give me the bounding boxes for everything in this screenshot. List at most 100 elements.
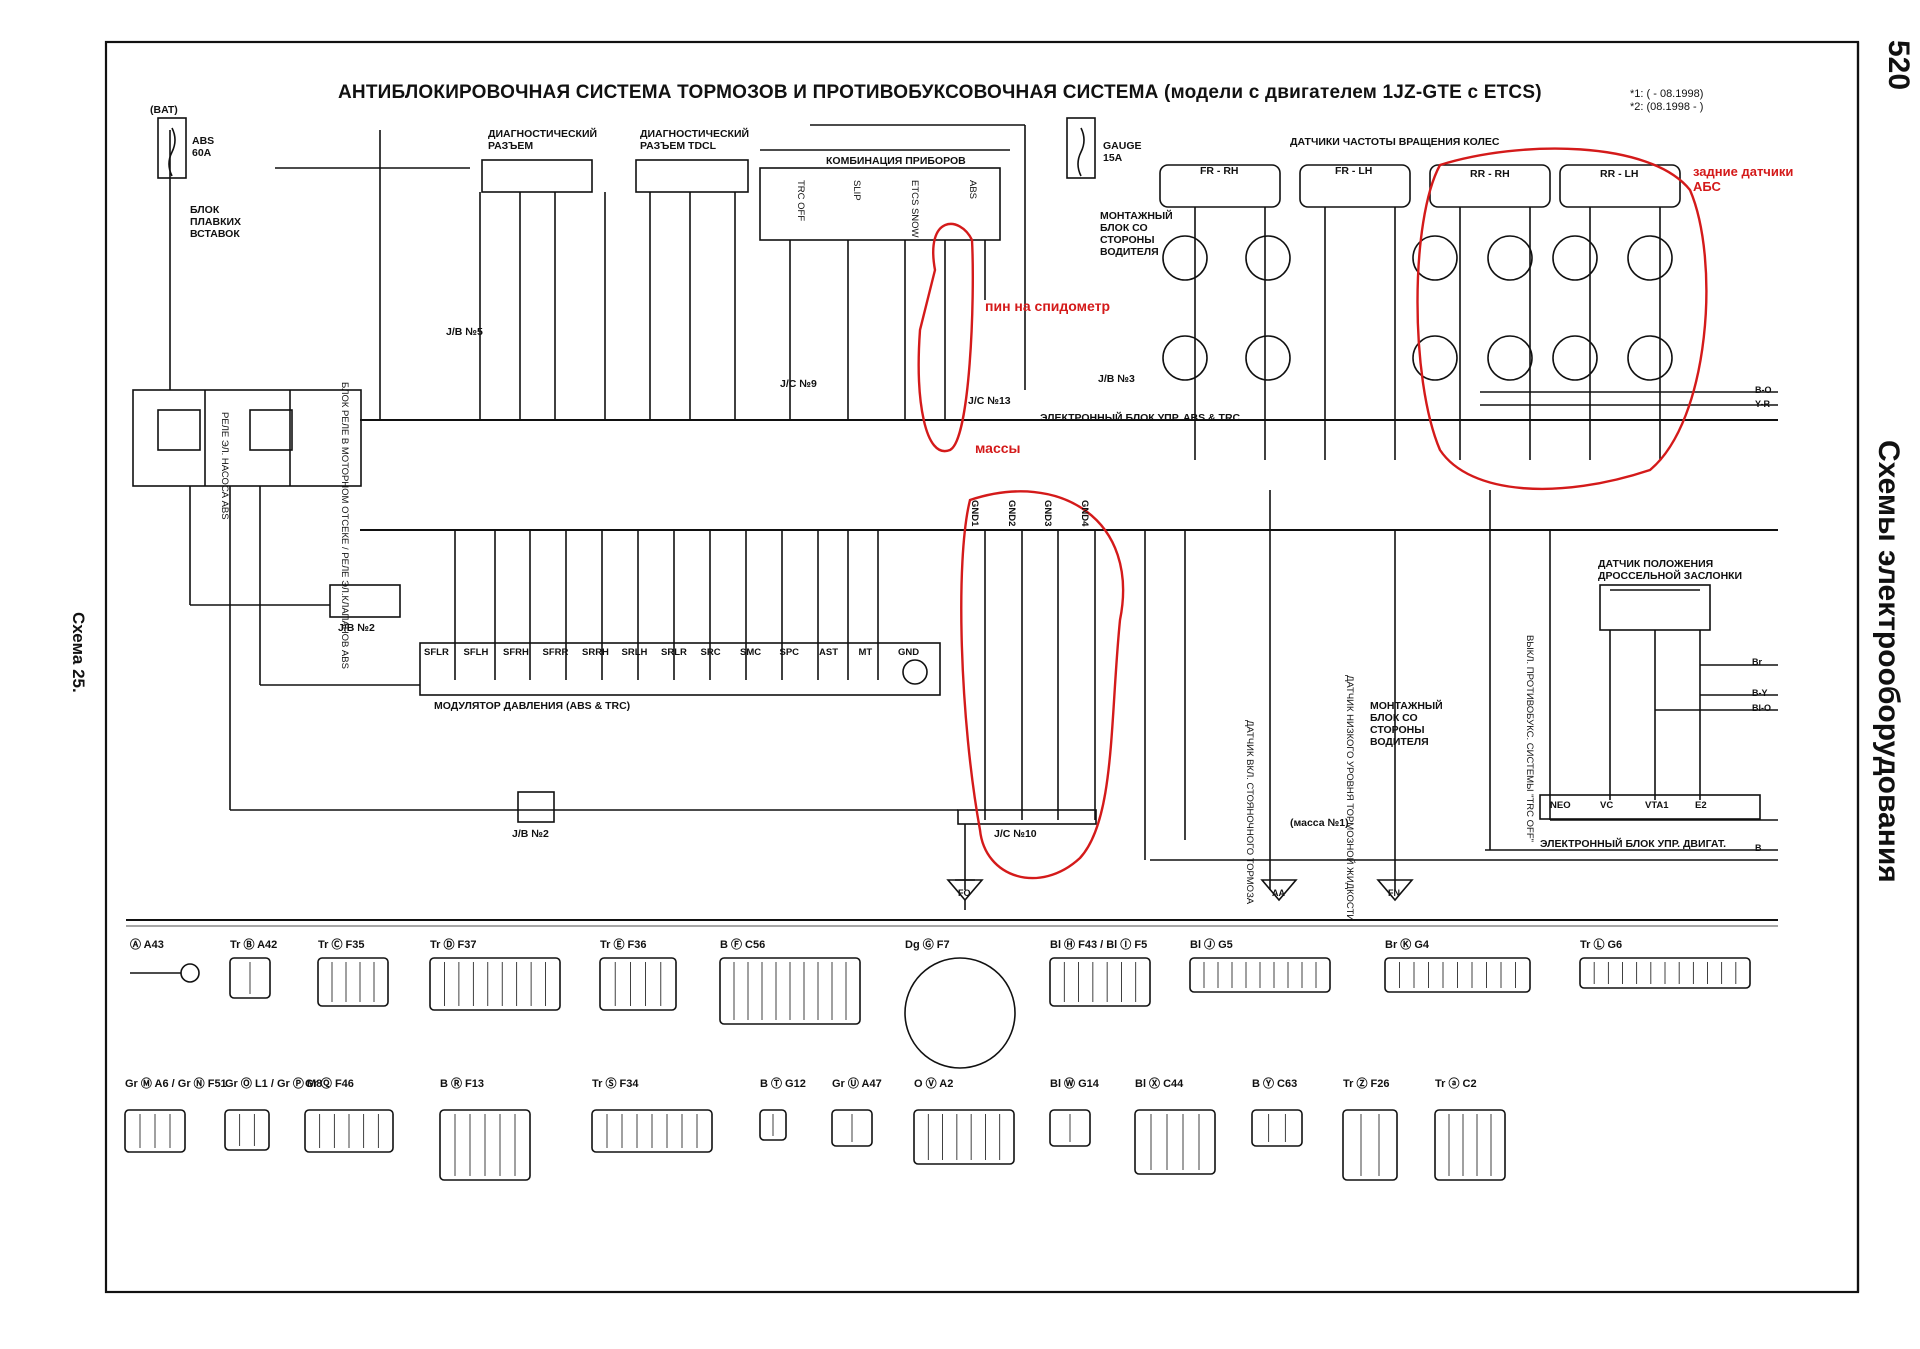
connector-label-a47: Gr Ⓤ A47 — [832, 1078, 882, 1090]
connector-label-f37: Tr Ⓓ F37 — [430, 939, 477, 951]
jb2-label: J/B №2 — [338, 622, 375, 634]
connector-label-c63: B Ⓨ C63 — [1252, 1078, 1298, 1090]
engine-ecu-pin-vta1: VTA1 — [1645, 800, 1669, 811]
connector-a2-shape — [913, 1109, 1015, 1165]
connector-label-f7: Dg Ⓖ F7 — [905, 939, 950, 951]
mount-block-label: МОНТАЖНЫЙ БЛОК СО СТОРОНЫ ВОДИТЕЛЯ — [1100, 210, 1173, 258]
bus-wire-yr: Y-R — [1755, 399, 1771, 409]
jc9-label: J/C №9 — [780, 378, 817, 390]
speedo-pin-outline — [917, 222, 974, 453]
ground-fo: FO — [958, 888, 971, 898]
connector-f7-shape — [904, 957, 1016, 1069]
ground-jc-label: (масса №1) — [1290, 817, 1349, 829]
wheel-sensors-label: ДАТЧИКИ ЧАСТОТЫ ВРАЩЕНИЯ КОЛЕС — [1290, 136, 1500, 148]
modulator-pin-sfrh: SFRH — [503, 647, 529, 658]
lamp-slip: SLIP — [851, 180, 862, 201]
modulator-pin-sflh: SFLH — [463, 647, 489, 658]
connector-label-a2: O Ⓥ A2 — [914, 1078, 954, 1090]
jb3-label: J/B №3 — [1098, 373, 1135, 385]
connector-f43-shape — [1049, 957, 1151, 1007]
diag-tdcl-label: ДИАГНОСТИЧЕСКИЙ РАЗЪЕМ TDCL — [640, 128, 750, 152]
modulator-pin-sflr: SFLR — [424, 647, 449, 658]
brake-fluid-label: ДАТЧИК НИЗКОГО УРОВНЯ ТОРМОЗНОЙ ЖИДКОСТИ — [1344, 675, 1355, 922]
connector-label-g4: Br Ⓚ G4 — [1385, 939, 1430, 951]
modulator-pin-mt: MT — [858, 647, 873, 658]
engine-wire-br: Br — [1752, 657, 1763, 667]
connector-c63-shape — [1251, 1109, 1303, 1147]
modulator-label: МОДУЛЯТОР ДАВЛЕНИЯ (ABS & TRC) — [434, 700, 631, 712]
engine-ecu-pin-e2: E2 — [1695, 800, 1707, 811]
modulator-pin-ast: AST — [819, 647, 838, 658]
jc13-label: J/C №13 — [968, 395, 1011, 407]
modulator-pin-srrh: SRRH — [582, 647, 609, 658]
connector-a43-shape — [180, 963, 200, 983]
jc10-label: J/C №10 — [994, 828, 1037, 840]
modulator-pin-src: SRC — [700, 647, 721, 658]
connector-label-c44: Bl Ⓧ C44 — [1135, 1078, 1184, 1090]
stop-switch-label: ДАТЧИК ВКЛ. СТОЯНОЧНОГО ТОРМОЗА — [1244, 720, 1255, 905]
connector-label-f43: Bl Ⓗ F43 / Bl Ⓘ F5 — [1050, 939, 1148, 951]
ecu-abs-trc-label: ЭЛЕКТРОННЫЙ БЛОК УПР. ABS & TRC — [1040, 412, 1241, 424]
connector-f26-shape — [1342, 1109, 1398, 1181]
connector-label-a43: Ⓐ A43 — [130, 939, 164, 951]
variant-note-2: *2: (08.1998 - ) — [1630, 101, 1704, 113]
engine-ecu-pin-neo: NEO — [1550, 800, 1571, 811]
grounds-outline — [960, 490, 1125, 880]
abs-fuse-label: ABS 60A — [192, 135, 215, 159]
ecu-pin-gnd2: GND2 — [1006, 500, 1017, 527]
connector-label-g5: Bl Ⓙ G5 — [1190, 939, 1233, 951]
jb2-lower-label: J/B №2 — [512, 828, 549, 840]
diag-connector-label: ДИАГНОСТИЧЕСКИЙ РАЗЪЕМ — [488, 128, 598, 152]
ecu-pin-gnd4: GND4 — [1079, 500, 1090, 527]
annotation-rear-sensors: задние датчики АБС — [1693, 164, 1794, 194]
page-number: 520 — [1882, 40, 1915, 91]
engine-ecu-label: ЭЛЕКТРОННЫЙ БЛОК УПР. ДВИГАТ. — [1540, 838, 1727, 850]
connector-label-f26: Tr Ⓩ F26 — [1343, 1078, 1390, 1090]
ground-fn: FN — [1388, 888, 1400, 898]
ecu-pin-gnd1: GND1 — [969, 500, 980, 527]
rr-rh-label: RR - RH — [1470, 168, 1510, 180]
throttle-sensor-label: ДАТЧИК ПОЛОЖЕНИЯ ДРОССЕЛЬНОЙ ЗАСЛОНКИ — [1598, 558, 1743, 582]
annotation-grounds: массы — [975, 440, 1021, 456]
connector-label-a6: Gr Ⓜ A6 / Gr Ⓝ F51 — [125, 1078, 227, 1090]
rr-lh-label: RR - LH — [1600, 168, 1639, 180]
connector-label-c2: Tr ⓐ C2 — [1435, 1078, 1477, 1090]
modulator-pin-srlr: SRLR — [661, 647, 687, 658]
modulator-pin-spc: SPC — [779, 647, 800, 658]
lamp-etcs-snow: ETCS SNOW — [909, 180, 920, 238]
connector-label-g12: B Ⓣ G12 — [760, 1078, 806, 1090]
connector-label-g14: Bl Ⓦ G14 — [1050, 1078, 1099, 1090]
gauge-label: GAUGE 15A — [1103, 140, 1142, 164]
bat-label: (BAT) — [150, 104, 178, 116]
fr-lh-label: FR - LH — [1335, 165, 1373, 177]
jb5-label: J/B №5 — [446, 326, 483, 338]
connector-c2-shape — [1434, 1109, 1506, 1181]
connector-l1-shape — [224, 1109, 270, 1151]
connector-label-f35: Tr Ⓒ F35 — [318, 939, 365, 951]
modulator-pin-gnd: GND — [898, 647, 920, 658]
bus-wire-bo: B-O — [1755, 385, 1772, 395]
rear-sensors-outline — [1416, 147, 1708, 491]
connector-f35-shape — [317, 957, 389, 1007]
engine-wire-b: B — [1755, 843, 1762, 853]
relay-block-label: БЛОК РЕЛЕ В МОТОРНОМ ОТСЕКЕ / РЕЛЕ ЭЛ.КЛ… — [339, 382, 350, 669]
connector-label-f46: Gr Ⓠ F46 — [305, 1078, 354, 1090]
fuse-block-label: БЛОК ПЛАВКИХ ВСТАВОК — [190, 204, 242, 240]
ground-aa: AA — [1272, 888, 1285, 898]
connector-label-g6: Tr Ⓛ G6 — [1580, 939, 1623, 951]
section-title: Схемы электрооборудования — [1872, 440, 1905, 883]
modulator-pin-sfrr: SFRR — [542, 647, 569, 658]
connector-label-a42: Tr Ⓑ A42 — [230, 939, 278, 951]
page-title: АНТИБЛОКИРОВОЧНАЯ СИСТЕМА ТОРМОЗОВ И ПРО… — [338, 82, 1542, 103]
scheme-number: Схема 25. — [69, 612, 88, 693]
modulator-pin-srlh: SRLH — [621, 647, 648, 658]
connector-f36-shape — [599, 957, 677, 1011]
connector-label-f13: B Ⓡ F13 — [440, 1078, 485, 1090]
connector-label-c56: B Ⓕ C56 — [720, 939, 766, 951]
instrument-cluster-label: КОМБИНАЦИЯ ПРИБОРОВ — [826, 155, 966, 167]
connector-c44-shape — [1134, 1109, 1216, 1175]
ecu-pin-gnd3: GND3 — [1042, 500, 1053, 527]
engine-wire-blo: Bl-O — [1752, 703, 1771, 713]
